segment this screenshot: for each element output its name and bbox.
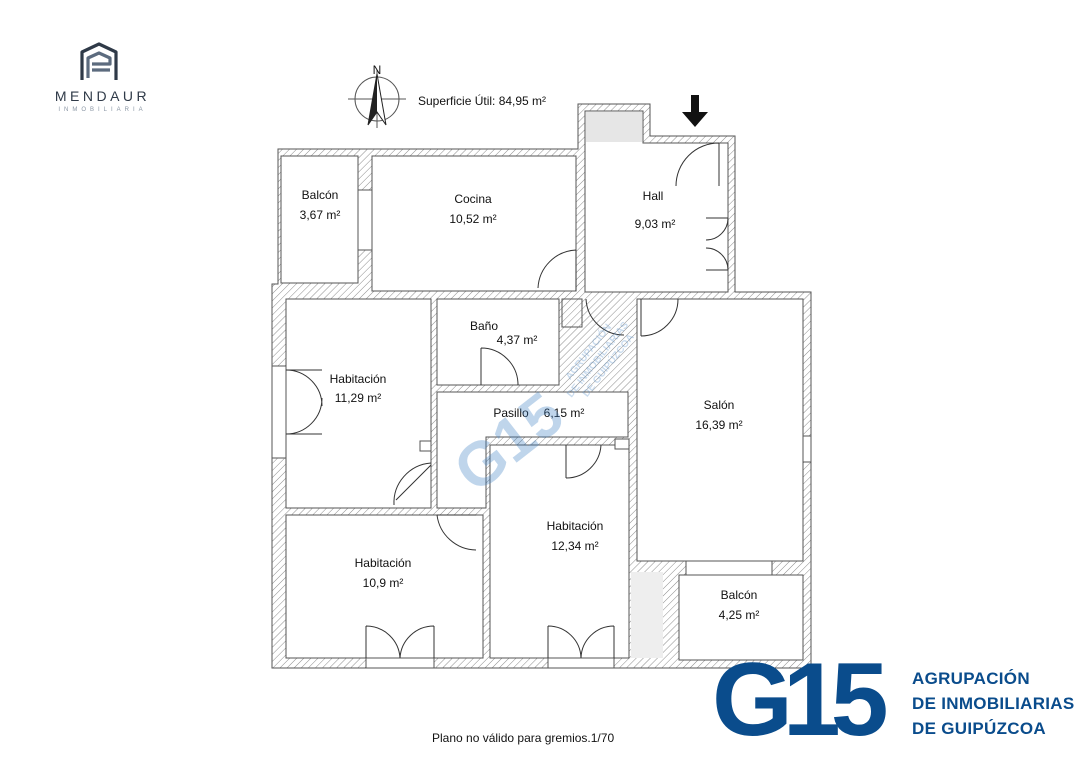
- room-habitacion-2: [489, 444, 630, 659]
- door-salon: [640, 298, 679, 337]
- room-hall: [584, 110, 729, 293]
- room-label-area: 10,52 m²: [449, 212, 496, 226]
- north-label: N: [373, 63, 382, 77]
- door-habitacion-2: [565, 444, 602, 479]
- room-label-name: Habitación: [547, 519, 604, 533]
- room-label-area: 4,37 m²: [497, 333, 538, 347]
- corridor-fill: [631, 572, 663, 658]
- window-habitacion-1: [271, 365, 287, 459]
- window-salon-right: [802, 435, 812, 463]
- entrance-arrow-icon: [682, 95, 708, 127]
- door-hall-closet-2: [705, 247, 729, 271]
- g15-line-2: DE INMOBILIARIAS: [912, 694, 1075, 713]
- room-balcon-2: [678, 574, 804, 661]
- window-habitacion-2: [547, 657, 615, 669]
- room-label-name: Hall: [643, 189, 664, 203]
- room-label-name: Salón: [704, 398, 735, 412]
- window-salon-balcon: [685, 560, 773, 576]
- room-label-name: Baño: [470, 319, 498, 333]
- window-balcon: [357, 189, 373, 251]
- room-label-area: 11,29 m²: [335, 391, 381, 405]
- door-entry: [675, 142, 720, 187]
- window-swing-h3: [365, 625, 435, 659]
- window-swing-h1: [285, 369, 323, 435]
- room-habitacion-3: [285, 514, 484, 659]
- door-hall-baño: [585, 298, 625, 336]
- door-cocina: [537, 249, 577, 291]
- duct: [561, 298, 583, 328]
- window-swing-h2: [547, 625, 615, 659]
- room-label-name: Balcón: [302, 188, 339, 202]
- brand-subtitle: INMOBILIARIA: [58, 107, 147, 113]
- room-label-name: Cocina: [454, 192, 492, 206]
- door-hall-closet-1: [705, 217, 729, 241]
- room-salon: [636, 298, 804, 562]
- room-cocina: [371, 155, 577, 292]
- door-habitacion-1: [393, 462, 432, 506]
- room-label-name: Habitación: [330, 372, 387, 386]
- room-label-area: 9,03 m²: [635, 217, 676, 231]
- hall-entry-fill: [586, 112, 642, 142]
- wall-stub-2: [614, 438, 630, 450]
- room-balcon-1: [280, 155, 359, 284]
- room-label-area: 6,15 m²: [544, 406, 585, 420]
- room-label-area: 12,34 m²: [551, 539, 598, 553]
- mendaur-logo-icon: [80, 42, 118, 80]
- g15-logo-mark: G15: [712, 642, 896, 758]
- g15-line-3: DE GUIPÚZCOA: [912, 719, 1046, 738]
- g15-line-1: AGRUPACIÓN: [912, 669, 1030, 688]
- room-label-area: 3,67 m²: [300, 208, 341, 222]
- wall-stub-1: [419, 440, 432, 452]
- room-label-name: Balcón: [721, 588, 758, 602]
- window-habitacion-3: [365, 657, 435, 669]
- room-label-name: Habitación: [355, 556, 412, 570]
- door-habitacion-3: [436, 514, 477, 551]
- plan-note: Plano no válido para gremios.1/70: [432, 731, 615, 745]
- room-label-name: Pasillo: [493, 406, 529, 420]
- room-label-area: 4,25 m²: [719, 608, 760, 622]
- room-pasillo: [436, 391, 629, 509]
- room-label-area: 16,39 m²: [695, 418, 742, 432]
- north-compass-icon: [348, 70, 406, 128]
- door-bano: [480, 347, 519, 386]
- brand-name: MENDAUR: [54, 88, 151, 104]
- surface-label: Superficie Útil: 84,95 m²: [418, 94, 547, 108]
- svg-text:G15: G15: [712, 642, 886, 758]
- room-bano: [436, 298, 560, 386]
- room-label-area: 10,9 m²: [363, 576, 404, 590]
